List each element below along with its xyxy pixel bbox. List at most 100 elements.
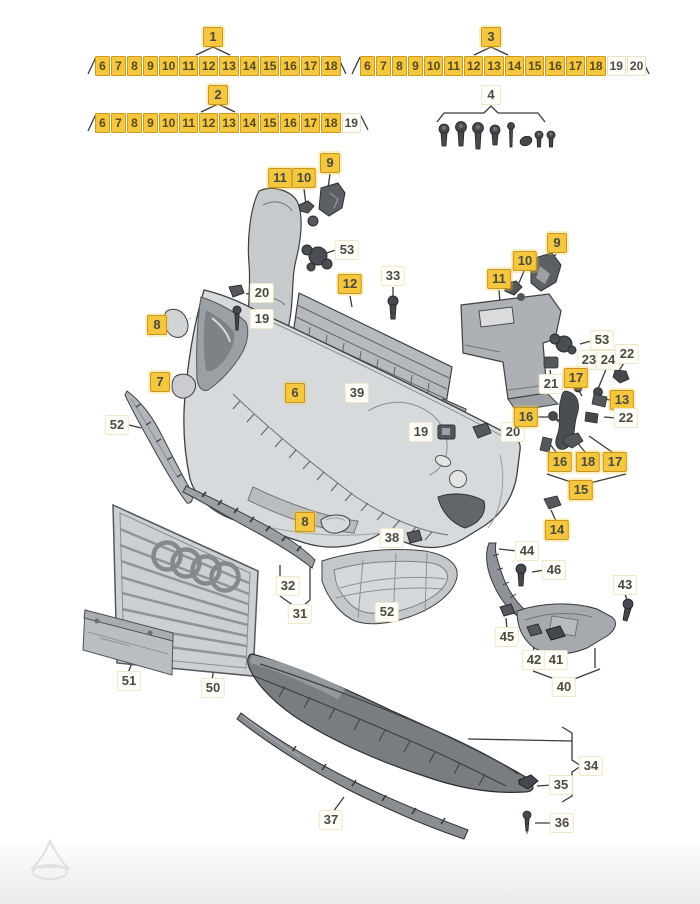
part-label-8[interactable]: 8 [295, 512, 315, 532]
part-label-15[interactable]: 15 [568, 480, 594, 500]
strip-2-num-10[interactable]: 10 [159, 113, 179, 133]
part-label-10[interactable]: 10 [512, 251, 538, 271]
part-label-9[interactable]: 9 [320, 153, 340, 173]
part-label-51[interactable]: 51 [116, 671, 142, 691]
strip-3-num-6[interactable]: 6 [360, 56, 375, 76]
strip-2-num-19[interactable]: 19 [341, 113, 361, 133]
strip-1-num-7[interactable]: 7 [111, 56, 126, 76]
strip-2-num-15[interactable]: 15 [260, 113, 280, 133]
part-label-53[interactable]: 53 [334, 240, 360, 260]
part-label-52[interactable]: 52 [374, 602, 400, 622]
strip-2-num-8[interactable]: 8 [127, 113, 142, 133]
strip-3-num-20[interactable]: 20 [626, 56, 647, 76]
part-label-19[interactable]: 19 [408, 422, 434, 442]
strip-1-num-8[interactable]: 8 [127, 56, 142, 76]
part-label-20[interactable]: 20 [500, 422, 526, 442]
part-label-22[interactable]: 22 [614, 344, 640, 364]
part-label-20[interactable]: 20 [249, 283, 275, 303]
strip-3-num-7[interactable]: 7 [376, 56, 391, 76]
part-label-4[interactable]: 4 [481, 85, 501, 105]
part-label-50[interactable]: 50 [200, 678, 226, 698]
strip-1-num-17[interactable]: 17 [300, 56, 321, 76]
part-label-40[interactable]: 40 [551, 677, 577, 697]
tow-hook-cover [449, 470, 467, 488]
part-label-16[interactable]: 16 [547, 452, 573, 472]
part-label-16[interactable]: 16 [513, 407, 539, 427]
strip-1-num-14[interactable]: 14 [239, 56, 260, 76]
strip-3-num-8[interactable]: 8 [392, 56, 407, 76]
strip-2-num-9[interactable]: 9 [143, 113, 158, 133]
part-label-39[interactable]: 39 [344, 383, 370, 403]
part-label-31[interactable]: 31 [287, 604, 313, 624]
part-label-46[interactable]: 46 [541, 560, 567, 580]
part-label-41[interactable]: 41 [543, 650, 569, 670]
part-label-17[interactable]: 17 [602, 452, 628, 472]
strip-3-num-18[interactable]: 18 [586, 56, 606, 76]
strip-2-num-6[interactable]: 6 [95, 113, 110, 133]
strip-2-num-17[interactable]: 17 [300, 113, 321, 133]
part-label-7[interactable]: 7 [150, 372, 170, 392]
strip-3-num-10[interactable]: 10 [424, 56, 444, 76]
part-13 [591, 393, 608, 408]
part-label-18[interactable]: 18 [575, 452, 601, 472]
part-label-10[interactable]: 10 [291, 168, 317, 188]
strip-3-num-14[interactable]: 14 [504, 56, 525, 76]
license-plate-bracket-51 [82, 609, 174, 676]
part-label-23[interactable]: 23 [576, 350, 602, 370]
strip-2-num-11[interactable]: 11 [179, 113, 199, 133]
strip-2-num-12[interactable]: 12 [199, 113, 219, 133]
strip-2-num-18[interactable]: 18 [321, 113, 341, 133]
part-label-14[interactable]: 14 [544, 520, 570, 540]
strip-3-num-9[interactable]: 9 [408, 56, 423, 76]
strip-1-num-18[interactable]: 18 [321, 56, 341, 76]
strip-2-num-7[interactable]: 7 [111, 113, 126, 133]
part-label-43[interactable]: 43 [612, 575, 638, 595]
part-label-52[interactable]: 52 [104, 415, 130, 435]
part-label-53[interactable]: 53 [589, 330, 615, 350]
strip-1-num-6[interactable]: 6 [95, 56, 110, 76]
part-label-38[interactable]: 38 [379, 528, 405, 548]
group-label-3[interactable]: 3 [481, 27, 501, 47]
part-label-22[interactable]: 22 [613, 408, 639, 428]
strip-2-num-16[interactable]: 16 [280, 113, 300, 133]
strip-2-num-14[interactable]: 14 [239, 113, 260, 133]
part-label-17[interactable]: 17 [563, 368, 589, 388]
strip-1-num-10[interactable]: 10 [159, 56, 179, 76]
part-label-21[interactable]: 21 [538, 374, 564, 394]
part-label-24[interactable]: 24 [595, 350, 621, 370]
part-label-45[interactable]: 45 [494, 627, 520, 647]
part-label-6[interactable]: 6 [285, 383, 305, 403]
footer-band [0, 844, 700, 904]
part-label-34[interactable]: 34 [578, 756, 604, 776]
strip-3-num-17[interactable]: 17 [565, 56, 586, 76]
group-label-1[interactable]: 1 [203, 27, 223, 47]
part-label-42[interactable]: 42 [521, 650, 547, 670]
part-label-9[interactable]: 9 [547, 233, 567, 253]
part-label-37[interactable]: 37 [318, 810, 344, 830]
part-label-33[interactable]: 33 [380, 266, 406, 286]
part-label-35[interactable]: 35 [548, 775, 574, 795]
part-label-12[interactable]: 12 [337, 274, 363, 294]
strip-3-num-15[interactable]: 15 [525, 56, 545, 76]
strip-3-num-11[interactable]: 11 [444, 56, 464, 76]
strip-3-num-16[interactable]: 16 [545, 56, 565, 76]
strip-3-num-19[interactable]: 19 [606, 56, 626, 76]
strip-1-num-15[interactable]: 15 [260, 56, 280, 76]
group-label-2[interactable]: 2 [208, 85, 228, 105]
part-label-13[interactable]: 13 [609, 390, 635, 410]
part-label-19[interactable]: 19 [249, 309, 275, 329]
strip-1-num-13[interactable]: 13 [219, 56, 239, 76]
part-label-36[interactable]: 36 [549, 813, 575, 833]
strip-2-num-13[interactable]: 13 [219, 113, 239, 133]
strip-1-num-16[interactable]: 16 [280, 56, 300, 76]
strip-3-num-13[interactable]: 13 [484, 56, 504, 76]
part-label-44[interactable]: 44 [514, 541, 540, 561]
strip-1-num-12[interactable]: 12 [199, 56, 219, 76]
part-label-32[interactable]: 32 [275, 576, 301, 596]
part-label-11[interactable]: 11 [487, 269, 511, 289]
strip-1-num-9[interactable]: 9 [143, 56, 158, 76]
part-label-11[interactable]: 11 [268, 168, 292, 188]
strip-3-num-12[interactable]: 12 [464, 56, 484, 76]
strip-1-num-11[interactable]: 11 [179, 56, 199, 76]
part-label-8[interactable]: 8 [147, 315, 167, 335]
